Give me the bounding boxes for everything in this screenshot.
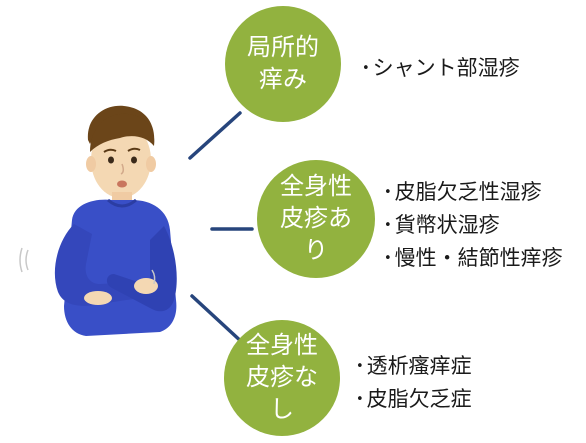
item-list-local-itch: •シャント部湿疹 [362, 52, 520, 85]
list-item-text: 皮脂欠乏症 [366, 387, 472, 411]
list-item: •皮脂欠乏症 [356, 383, 472, 416]
list-item-text: 皮脂欠乏性湿疹 [394, 180, 542, 204]
connector-line-top [188, 111, 242, 160]
list-item-text: 慢性・結節性痒疹 [394, 246, 563, 270]
list-item-text: シャント部湿疹 [372, 56, 520, 80]
connector-line-bottom [190, 294, 246, 346]
bullet-icon: • [356, 392, 364, 407]
node-label-line: 全身性 [280, 172, 352, 201]
node-label-line: 局所的 [247, 33, 319, 62]
node-circle-systemic-rash: 全身性 皮疹あ り [257, 160, 375, 278]
list-item: •シャント部湿疹 [362, 52, 520, 85]
bullet-icon: • [356, 359, 364, 374]
node-circle-local-itch: 局所的 痒み [225, 6, 341, 122]
list-item-text: 透析瘙痒症 [366, 354, 472, 378]
node-label-line: し [270, 394, 294, 423]
bullet-icon: • [362, 61, 370, 76]
bullet-icon: • [384, 251, 392, 266]
bullet-icon: • [384, 218, 392, 233]
list-item: •皮脂欠乏性湿疹 [384, 176, 563, 209]
node-label-line: 皮疹な [246, 363, 318, 392]
node-label-line: り [304, 235, 328, 264]
list-item-text: 貨幣状湿疹 [394, 213, 500, 237]
itchy-person-illustration [19, 105, 177, 336]
list-item: •透析瘙痒症 [356, 350, 472, 383]
node-label-line: 全身性 [246, 331, 318, 360]
node-circle-systemic-no-rash: 全身性 皮疹な し [224, 320, 340, 436]
list-item: •貨幣状湿疹 [384, 209, 563, 242]
bullet-icon: • [384, 185, 392, 200]
item-list-systemic-no-rash: •透析瘙痒症 •皮脂欠乏症 [356, 350, 472, 416]
node-label-line: 皮疹あ [280, 204, 352, 233]
item-list-systemic-rash: •皮脂欠乏性湿疹 •貨幣状湿疹 •慢性・結節性痒疹 [384, 176, 563, 275]
node-label-line: 痒み [259, 65, 307, 93]
list-item: •慢性・結節性痒疹 [384, 242, 563, 275]
